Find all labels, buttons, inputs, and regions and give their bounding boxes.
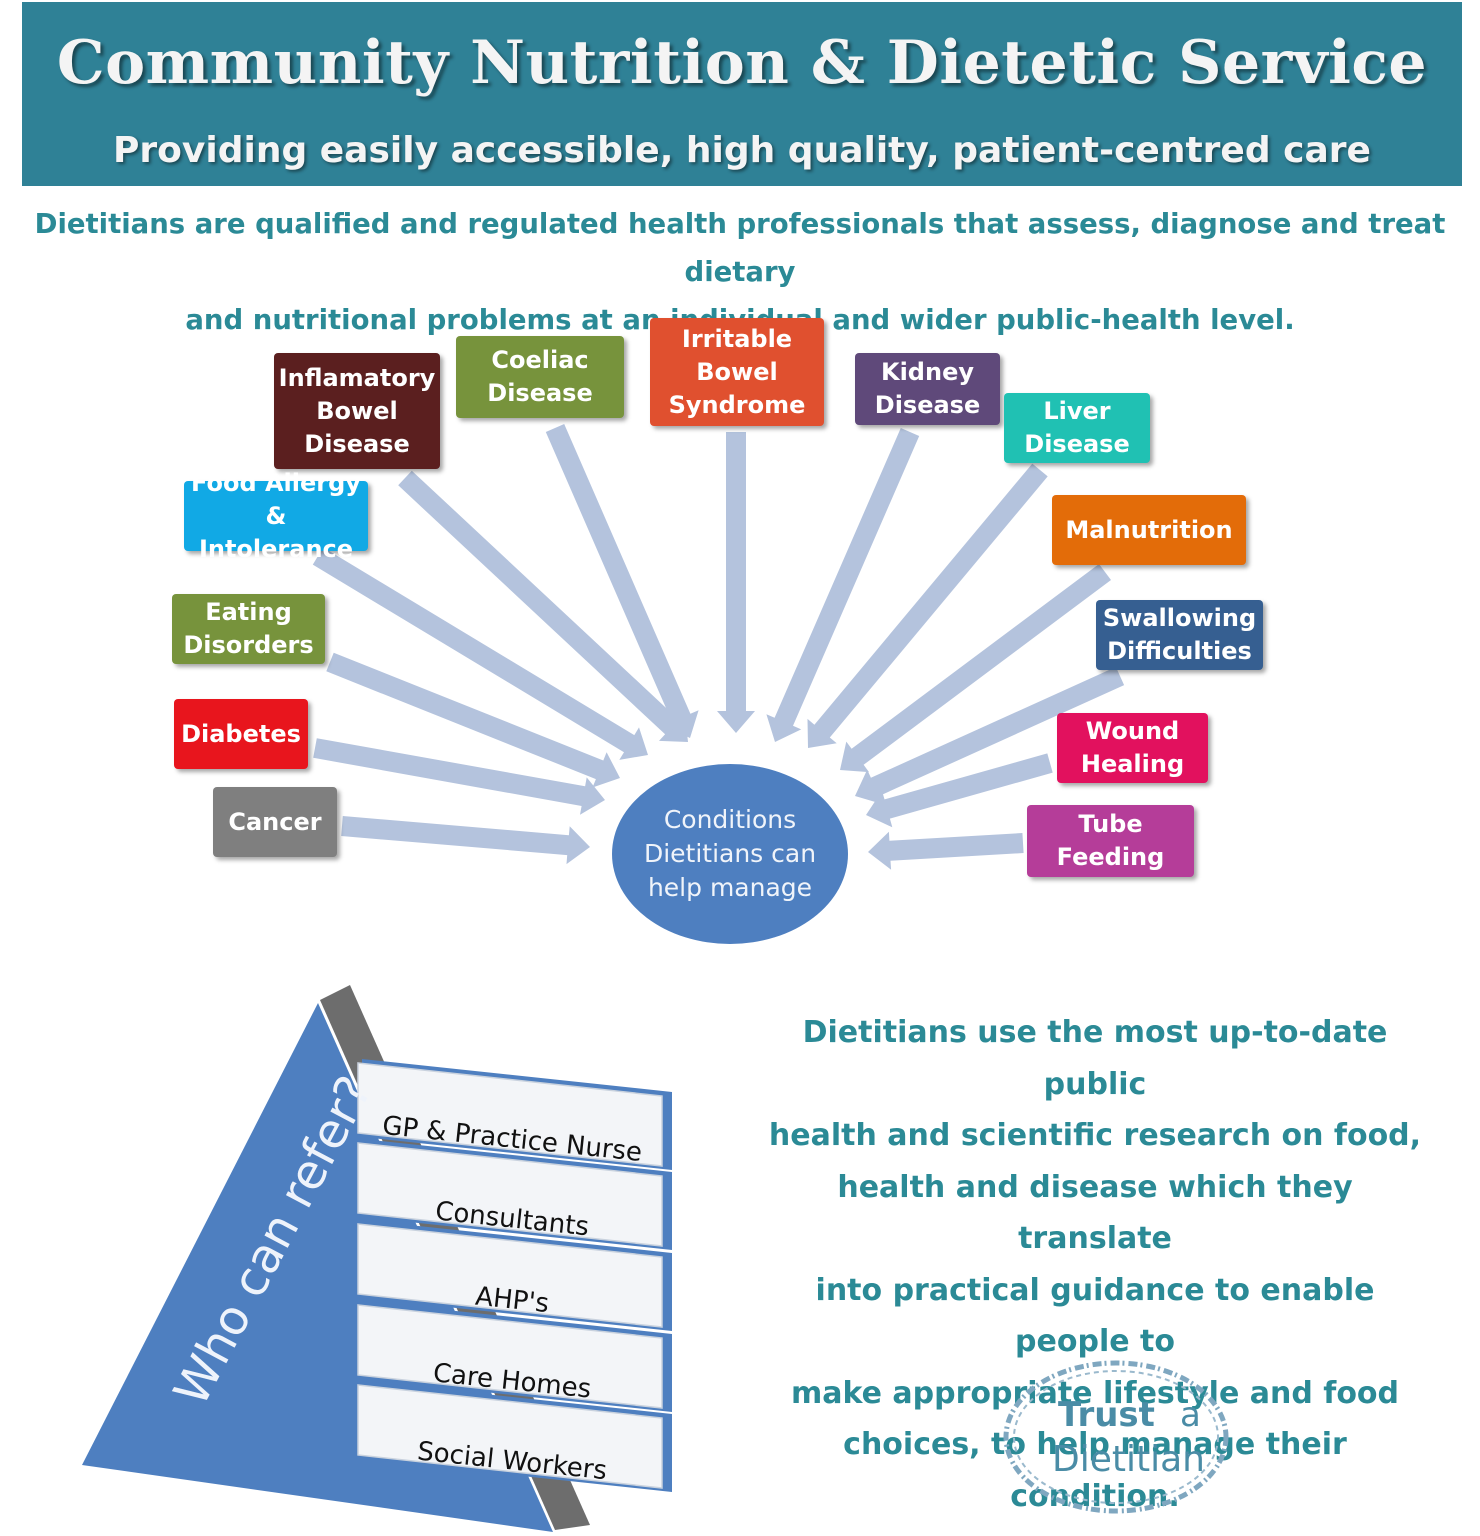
rung-face-2 (357, 1142, 663, 1247)
arrow-3 (717, 432, 755, 733)
arrow-8 (326, 652, 620, 788)
arrow-2 (545, 424, 699, 738)
research-line-6: choices, to help manage their condition. (843, 1427, 1347, 1514)
research-line-3: health and disease which they translate (837, 1169, 1353, 1257)
rung-face-3 (357, 1223, 663, 1328)
rung-face-4 (357, 1304, 663, 1409)
stamp-word-trust: Trust (1058, 1395, 1155, 1435)
condition-box-diabetes: Diabetes (174, 699, 308, 769)
condition-box-food-allergy: Food Allergy& Intolerance (184, 469, 368, 563)
condition-label: Cancer (228, 807, 322, 836)
arrow-12 (341, 816, 590, 865)
trust-a-dietitian-stamp: Trust a Dietitian (1000, 1345, 1232, 1529)
header-banner: Community Nutrition & Dietetic Service P… (22, 2, 1462, 186)
condition-label: Malnutrition (1065, 515, 1233, 544)
research-line-5: make appropriate lifestyle and food (790, 1375, 1400, 1411)
conditions-center-ellipse: Conditions Dietitians can help manage (612, 764, 848, 944)
rung-face-5 (357, 1384, 663, 1489)
rung-face-1 (357, 1062, 663, 1167)
center-label: Conditions Dietitians can help manage (643, 805, 817, 902)
arrow-6 (312, 547, 648, 760)
condition-box-cancer: Cancer (213, 787, 337, 857)
page-title: Community Nutrition & Dietetic Service (56, 28, 1428, 98)
arrow-9 (855, 666, 1125, 805)
stamp-ring-icon (1003, 1360, 1229, 1514)
arrow-10 (313, 738, 605, 815)
arrow-7 (840, 564, 1111, 773)
research-line-4: into practical guidance to enable people… (815, 1272, 1375, 1360)
arrow-4 (766, 428, 920, 742)
intro-line-1: Dietitians are qualified and regulated h… (34, 208, 1446, 288)
research-line-1: Dietitians use the most up-to-date publi… (802, 1015, 1388, 1102)
arrow-11 (866, 753, 1053, 828)
research-text: Dietitians use the most up-to-date publi… (760, 1007, 1430, 1522)
arrow-5 (807, 463, 1048, 748)
research-line-2: health and scientific research on food, (768, 1118, 1422, 1153)
condition-box-malnutrition: Malnutrition (1052, 495, 1246, 565)
arrow-13 (868, 831, 1024, 870)
page-subtitle: Providing easily accessible, high qualit… (113, 130, 1371, 171)
arrow-1 (398, 470, 688, 742)
condition-label: Food Allergy& Intolerance (191, 468, 361, 563)
stamp-word-a: a (1180, 1395, 1201, 1435)
stamp-word-dietitian: Dietitian (1052, 1439, 1205, 1480)
condition-label: Diabetes (181, 719, 301, 748)
